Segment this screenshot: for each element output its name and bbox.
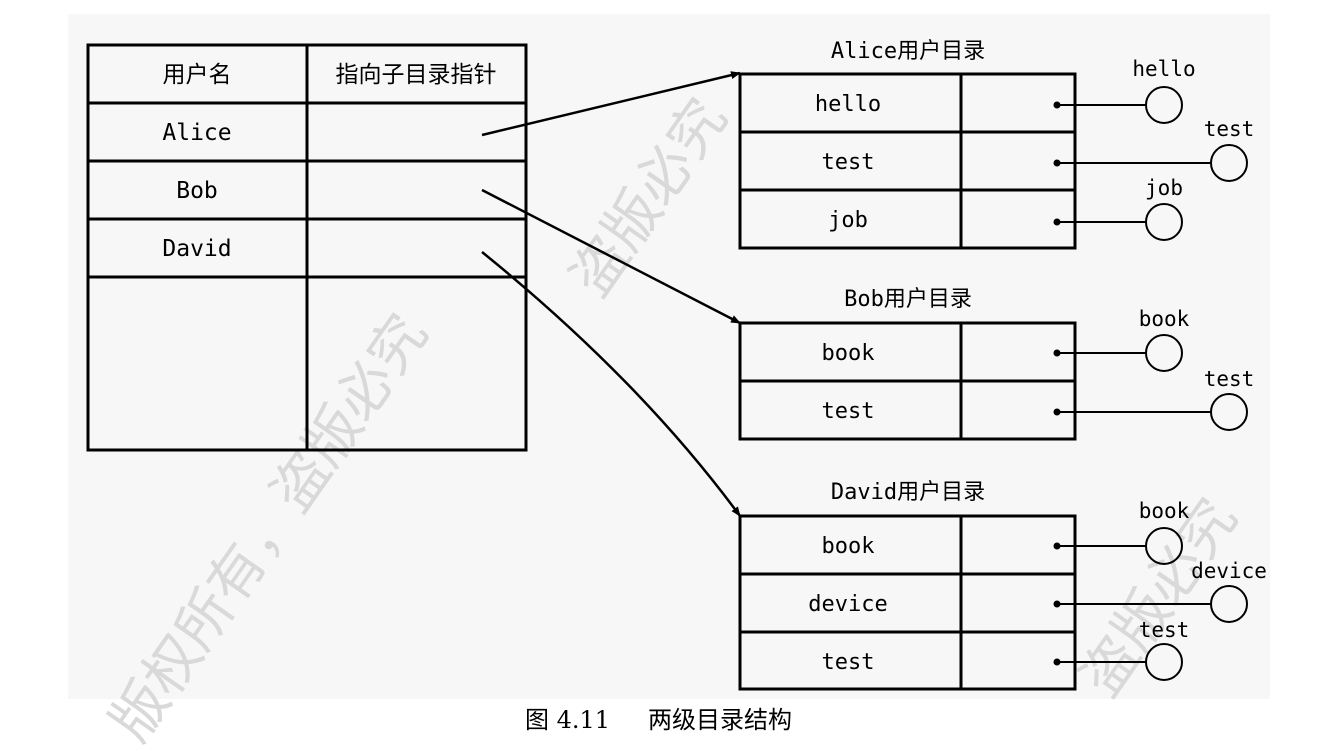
watermark-text-2: 版权所有，盗版必究 <box>98 303 440 751</box>
user-cell-david: David <box>162 236 231 262</box>
figure-number: 图 4.11 <box>525 706 610 734</box>
file-node-test <box>1210 393 1248 431</box>
file-node-device <box>1210 585 1248 623</box>
figure-caption: 两级目录结构 <box>648 706 792 734</box>
ufd-bob-title: Bob用户目录 <box>844 287 972 312</box>
ufd-alice-file-job: job <box>828 208 868 233</box>
watermark: 盗版必究 版权所有，盗版必究 盗版必究 <box>98 87 1250 751</box>
header-subdir-pointer: 指向子目录指针 <box>336 62 497 88</box>
ufd-alice-file-test: test <box>822 150 875 175</box>
file-label-book: book <box>1139 499 1190 523</box>
file-node-book <box>1145 527 1183 565</box>
ufd-alice-title: Alice用户目录 <box>831 39 985 64</box>
file-node-book <box>1145 334 1183 372</box>
file-label-test: test <box>1204 367 1255 391</box>
ufd-bob-file-test: test <box>822 399 875 424</box>
file-label-test: test <box>1139 618 1190 642</box>
file-label-device: device <box>1191 559 1267 583</box>
file-node-test <box>1210 144 1248 182</box>
file-node-hello <box>1145 86 1183 124</box>
ufd-bob-file-book: book <box>822 341 875 366</box>
ufd-bob: Bob用户目录 book test book t <box>738 287 1255 441</box>
file-label-test: test <box>1204 117 1255 141</box>
file-label-job: job <box>1145 176 1183 200</box>
diagram-background-panel <box>68 14 1270 699</box>
arrow-david <box>481 251 742 517</box>
user-cell-alice: Alice <box>162 120 231 146</box>
arrow-alice <box>481 71 741 137</box>
ufd-david-file-device: device <box>808 592 887 617</box>
ufd-alice-file-hello: hello <box>815 92 881 117</box>
user-cell-bob: Bob <box>176 178 218 204</box>
ufd-david: David用户目录 book device test <box>738 480 1267 691</box>
ufd-david-file-test: test <box>822 650 875 675</box>
file-label-hello: hello <box>1132 57 1195 81</box>
pointer-arrows <box>481 71 742 517</box>
file-node-test <box>1145 643 1183 681</box>
ufd-david-file-book: book <box>822 534 875 559</box>
file-node-job <box>1145 203 1183 241</box>
ufd-david-title: David用户目录 <box>831 480 985 505</box>
arrow-bob <box>481 188 741 325</box>
header-username: 用户名 <box>163 62 232 88</box>
ufd-alice: Alice用户目录 hello test job <box>738 39 1255 250</box>
master-directory-table <box>86 43 528 452</box>
file-label-book: book <box>1139 307 1190 331</box>
